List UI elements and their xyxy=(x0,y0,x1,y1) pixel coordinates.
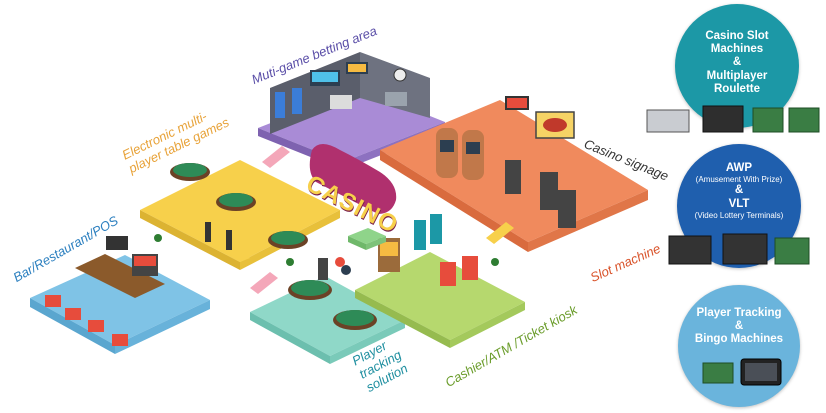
slot-hardware-images xyxy=(646,105,820,133)
bar-restaurant-platform xyxy=(30,236,210,354)
awp-amp: & xyxy=(734,184,744,197)
awp-title: AWP xyxy=(725,162,753,174)
slot-title-amp: & xyxy=(732,56,742,69)
tracking-title-line1: Player Tracking xyxy=(696,307,782,319)
product-circle-slot-text: Casino Slot Machines & Multiplayer Roule… xyxy=(675,30,799,96)
vlt-subtitle: (Video Lottery Terminals) xyxy=(694,210,784,220)
vlt-title: VLT xyxy=(728,197,750,210)
slot-title-line2: Machines xyxy=(710,43,764,56)
cashier-atm-platform xyxy=(355,214,525,348)
product-circle-tracking-text: Player Tracking & Bingo Machines xyxy=(678,307,800,347)
slot-machine-platform xyxy=(380,96,648,252)
slot-title-line4: Roulette xyxy=(714,82,760,95)
awp-hardware-images xyxy=(668,233,810,265)
money-stack-decor xyxy=(335,228,386,275)
product-circle-player-tracking: Player Tracking & Bingo Machines xyxy=(678,285,800,407)
slot-title-line3: Multiplayer xyxy=(706,69,768,82)
slot-title-line1: Casino Slot xyxy=(705,30,769,42)
tracking-title-line2: Bingo Machines xyxy=(694,333,784,346)
awp-subtitle: (Amusement With Prize) xyxy=(695,175,783,185)
table-games-platform xyxy=(140,160,340,270)
player-tracking-platform xyxy=(250,258,405,364)
tracking-title-amp: & xyxy=(734,320,744,333)
stairs-decor xyxy=(154,146,514,294)
casino-sign xyxy=(309,144,397,214)
tracking-hardware-images xyxy=(702,358,782,386)
product-circle-awp-text: AWP (Amusement With Prize) & VLT (Video … xyxy=(677,162,801,220)
